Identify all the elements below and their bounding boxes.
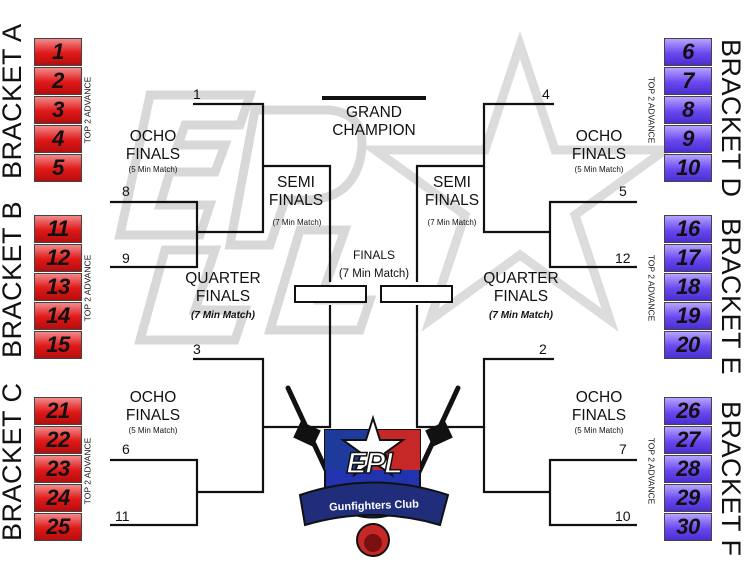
seed-box-d-3: 8 bbox=[664, 96, 712, 124]
finals-note: (7 Min Match) bbox=[338, 268, 410, 280]
seed-box-c-5: 25 bbox=[34, 513, 82, 541]
seed-box-e-2: 17 bbox=[664, 244, 712, 272]
slot-left-top: 1 bbox=[193, 86, 201, 102]
seed-box-e-1: 16 bbox=[664, 215, 712, 243]
advance-note-b: TOP 2 ADVANCE bbox=[82, 254, 93, 322]
semi-note-left: (7 Min Match) bbox=[272, 218, 322, 227]
seed-box-b-5: 15 bbox=[34, 331, 82, 359]
ocho-finals-title-d: OCHO FINALS bbox=[571, 128, 627, 163]
seed-box-d-4: 9 bbox=[664, 125, 712, 153]
seed-box-f-2: 27 bbox=[664, 426, 712, 454]
ocho-note-a: (5 Min Match) bbox=[128, 165, 178, 174]
bracket-c-label: BRACKET C bbox=[0, 382, 27, 541]
seed-box-f-1: 26 bbox=[664, 397, 712, 425]
seed-box-a-3: 3 bbox=[34, 96, 82, 124]
semi-note-right: (7 Min Match) bbox=[427, 218, 477, 227]
advance-note-a: TOP 2 ADVANCE bbox=[82, 76, 93, 144]
seed-box-c-2: 22 bbox=[34, 426, 82, 454]
advance-note-d: TOP 2 ADVANCE bbox=[646, 76, 657, 144]
seed-box-c-3: 23 bbox=[34, 455, 82, 483]
slot-left-11: 11 bbox=[115, 508, 130, 524]
seed-box-a-5: 5 bbox=[34, 154, 82, 182]
finals-score-left[interactable] bbox=[294, 285, 367, 303]
seed-box-a-4: 4 bbox=[34, 125, 82, 153]
quarter-finals-title-left: QUARTER FINALS bbox=[185, 270, 261, 305]
advance-note-f: TOP 2 ADVANCE bbox=[646, 437, 657, 505]
seed-box-b-2: 12 bbox=[34, 244, 82, 272]
epl-logo bbox=[285, 385, 461, 557]
slot-left-6: 6 bbox=[122, 441, 130, 457]
seed-box-e-5: 20 bbox=[664, 331, 712, 359]
slot-right-top: 4 bbox=[542, 86, 550, 102]
bracket-a-label: BRACKET A bbox=[0, 23, 27, 179]
ocho-note-d: (5 Min Match) bbox=[574, 165, 624, 174]
bracket-e-label: BRACKET E bbox=[716, 218, 746, 376]
ocho-note-f: (5 Min Match) bbox=[574, 426, 624, 435]
ocho-finals-title-c: OCHO FINALS bbox=[125, 389, 181, 424]
slot-left-3: 3 bbox=[193, 341, 201, 357]
semi-finals-title-left: SEMI FINALS bbox=[268, 174, 324, 209]
seed-box-a-1: 1 bbox=[34, 38, 82, 66]
slot-left-8: 8 bbox=[122, 183, 130, 199]
seed-box-c-4: 24 bbox=[34, 484, 82, 512]
bracket-d-label: BRACKET D bbox=[716, 39, 746, 198]
slot-right-7: 7 bbox=[619, 441, 627, 457]
finals-score-right[interactable] bbox=[380, 285, 453, 303]
grand-champion-title: GRAND CHAMPION bbox=[332, 104, 416, 139]
seed-box-d-2: 7 bbox=[664, 67, 712, 95]
advance-note-c: TOP 2 ADVANCE bbox=[82, 437, 93, 505]
logo-epl-text: EPL bbox=[346, 446, 404, 481]
ocho-finals-title-f: OCHO FINALS bbox=[571, 389, 627, 424]
seed-box-b-1: 11 bbox=[34, 215, 82, 243]
quarter-note-left: (7 Min Match) bbox=[191, 310, 255, 321]
seed-box-f-3: 28 bbox=[664, 455, 712, 483]
finals-title: FINALS bbox=[352, 248, 395, 262]
bracket-b-label: BRACKET B bbox=[0, 200, 27, 358]
slot-right-10: 10 bbox=[615, 508, 631, 524]
slot-right-12: 12 bbox=[615, 250, 631, 266]
seed-box-c-1: 21 bbox=[34, 397, 82, 425]
semi-finals-title-right: SEMI FINALS bbox=[424, 174, 480, 209]
watermark-star-icon bbox=[361, 30, 679, 332]
slot-right-2: 2 bbox=[539, 341, 547, 357]
advance-note-e: TOP 2 ADVANCE bbox=[646, 254, 657, 322]
seed-box-f-4: 29 bbox=[664, 484, 712, 512]
seed-box-b-4: 14 bbox=[34, 302, 82, 330]
seed-box-a-2: 2 bbox=[34, 67, 82, 95]
seed-box-d-5: 10 bbox=[664, 154, 712, 182]
watermark-epl-icon bbox=[114, 90, 377, 345]
quarter-note-right: (7 Min Match) bbox=[489, 310, 553, 321]
seed-box-d-1: 6 bbox=[664, 38, 712, 66]
seed-box-b-3: 13 bbox=[34, 273, 82, 301]
bracket-f-label: BRACKET F bbox=[716, 401, 746, 557]
seed-box-f-5: 30 bbox=[664, 513, 712, 541]
ocho-finals-title-a: OCHO FINALS bbox=[125, 128, 181, 163]
ocho-note-c: (5 Min Match) bbox=[128, 426, 178, 435]
slot-left-9: 9 bbox=[122, 250, 130, 266]
seed-box-e-4: 19 bbox=[664, 302, 712, 330]
slot-right-5: 5 bbox=[619, 183, 627, 199]
seed-box-e-3: 18 bbox=[664, 273, 712, 301]
quarter-finals-title-right: QUARTER FINALS bbox=[483, 270, 559, 305]
